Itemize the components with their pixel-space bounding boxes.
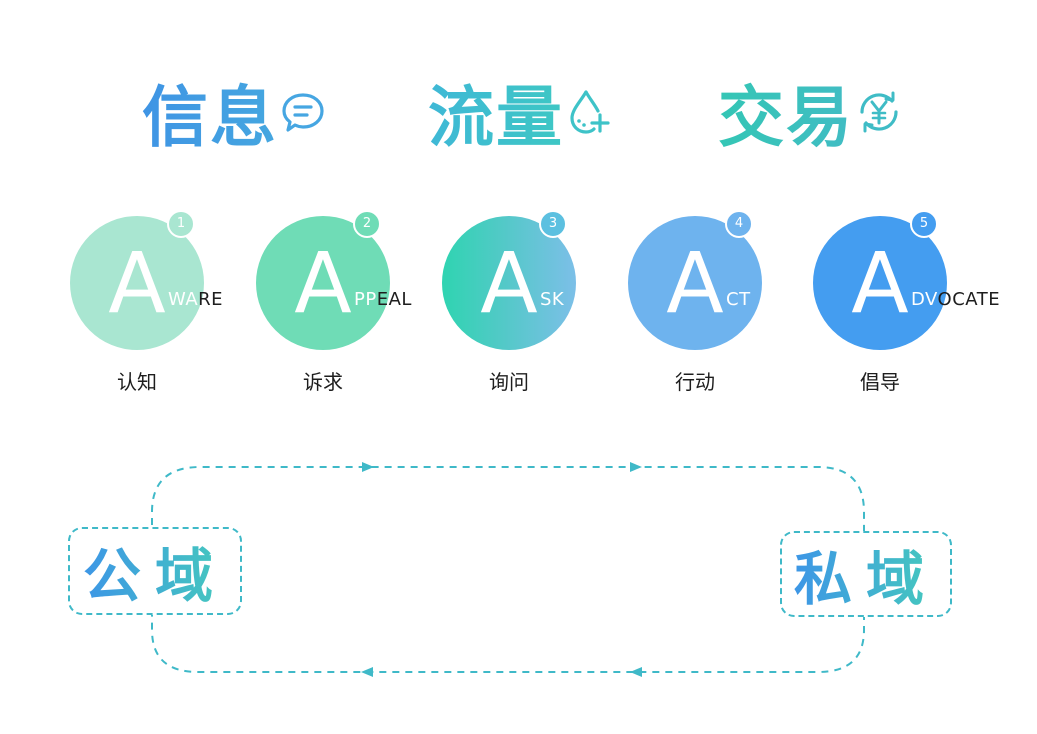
stage-advocate-word-outside: OCATE (937, 289, 1001, 310)
stage-advocate: A DVOCATE 5 倡导 (813, 210, 1037, 396)
domain-cycle-loop (151, 462, 865, 677)
public-domain-box: 公域 (68, 527, 242, 615)
arrow-right-1-icon (362, 462, 374, 472)
stage-appeal-circle (256, 216, 390, 350)
stage-act: A CT 4 行动 (628, 210, 868, 396)
stage-ask-caption: 询问 (489, 370, 529, 394)
arrow-left-2-icon (361, 667, 373, 677)
stage-advocate-word: DVOCATE (911, 289, 1000, 310)
stage-act-caption: 行动 (675, 370, 715, 394)
water-drop-plus-icon (570, 90, 610, 134)
stage-advocate-word-inside: DV (911, 289, 938, 310)
public-domain-label: 公域 (83, 529, 227, 613)
stage-ask-word-inside: SK (540, 289, 565, 310)
stage-appeal-letter: A (294, 234, 352, 332)
private-domain-box: 私域 (780, 531, 952, 617)
stage-aware-word: WARE (168, 289, 223, 310)
stage-appeal-number-badge: 2 (353, 210, 381, 238)
stage-ask-word: SK (540, 289, 564, 310)
stage-advocate-letter: A (851, 234, 909, 332)
stage-aware: A WARE 1 认知 (70, 210, 310, 396)
stage-act-letter: A (666, 234, 724, 332)
stage-aware-caption: 认知 (117, 370, 157, 394)
yen-cycle-icon (860, 91, 898, 133)
stage-act-word-inside: CT (726, 289, 751, 310)
stage-act-word: CT (726, 289, 751, 310)
stage-act-number-badge: 4 (725, 210, 753, 238)
stage-appeal-word: PPEAL (354, 289, 412, 310)
stage-aware-word-inside: WA (168, 289, 199, 310)
stage-advocate-caption: 倡导 (860, 370, 900, 394)
stage-appeal-word-inside: PP (354, 289, 377, 310)
arrow-right-2-icon (630, 462, 642, 472)
chat-bubble-icon (282, 93, 324, 132)
private-domain-label: 私域 (794, 532, 938, 616)
stage-ask-letter: A (480, 234, 538, 332)
heading-trade-text: 交易 (718, 64, 854, 160)
stage-appeal-word-outside: EAL (376, 289, 412, 310)
stage-appeal: A PPEAL 2 诉求 (256, 210, 496, 396)
heading-traffic-text: 流量 (428, 64, 564, 160)
stage-ask-circle (442, 216, 576, 350)
heading-information: 信息 (142, 72, 326, 156)
loop-bottom-path (151, 611, 865, 673)
heading-trade: 交易 (718, 72, 902, 156)
stage-advocate-number-badge: 5 (910, 210, 938, 238)
stage-act-circle (628, 216, 762, 350)
stage-ask: A SK 3 询问 (442, 210, 682, 396)
loop-top-path (151, 466, 865, 531)
heading-information-text: 信息 (142, 64, 278, 160)
stage-aware-letter: A (108, 234, 166, 332)
stage-aware-word-outside: RE (198, 289, 224, 310)
heading-traffic: 流量 (428, 72, 612, 156)
stage-advocate-circle (813, 216, 947, 350)
stage-aware-number-badge: 1 (167, 210, 195, 238)
stage-ask-number-badge: 3 (539, 210, 567, 238)
stage-aware-circle (70, 216, 204, 350)
stage-appeal-caption: 诉求 (303, 370, 343, 394)
arrow-left-1-icon (630, 667, 642, 677)
